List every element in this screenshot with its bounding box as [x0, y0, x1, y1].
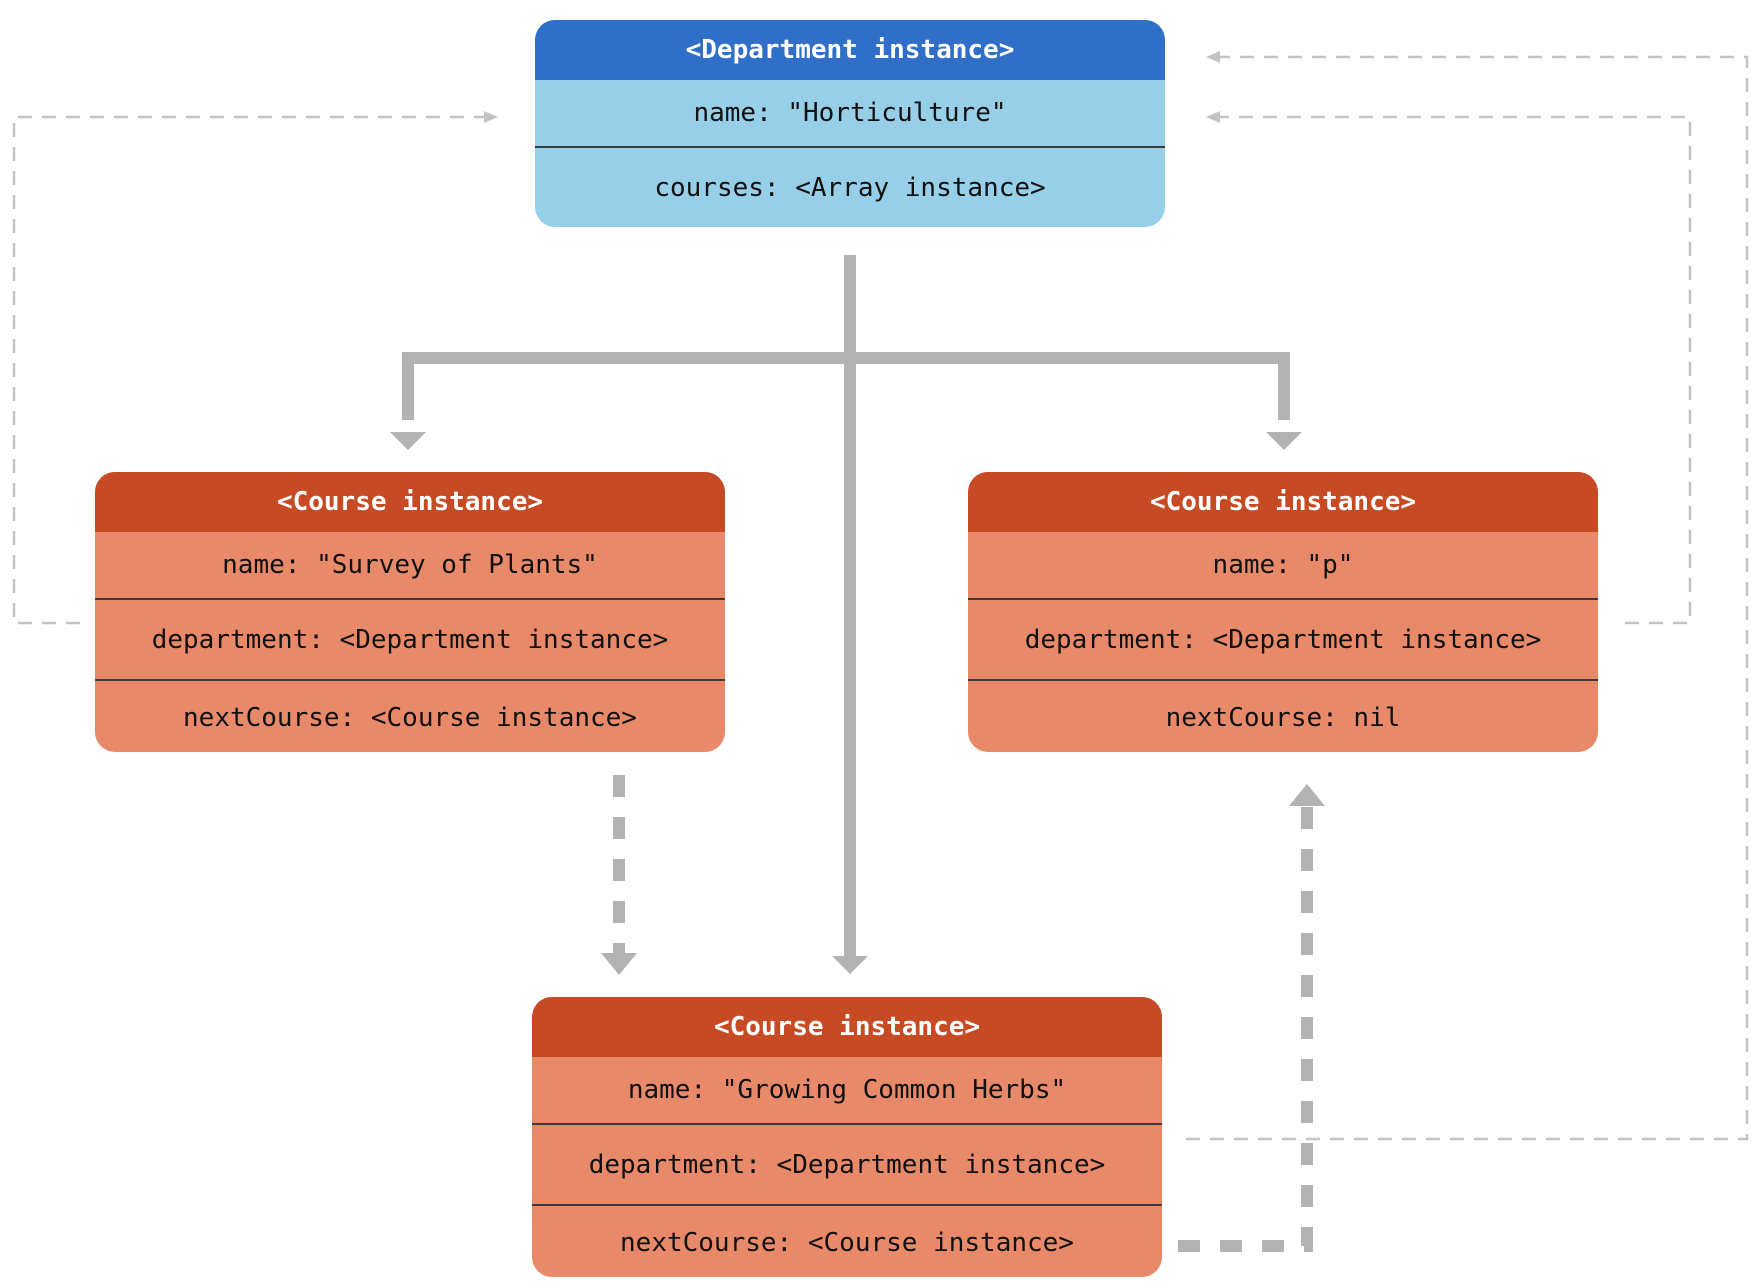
- course-header: <Course instance>: [968, 472, 1598, 532]
- dept-ref-arrowhead-c: [1206, 51, 1220, 63]
- dept-ref-arrowhead-a: [484, 111, 498, 123]
- course-header: <Course instance>: [532, 997, 1162, 1057]
- department-courses-field: courses: <Array instance>: [535, 146, 1165, 227]
- department-instance-box: <Department instance> name: "Horticultur…: [535, 20, 1165, 227]
- course-next-course-field: nextCourse: nil: [968, 679, 1598, 752]
- course-department-field: department: <Department instance>: [968, 598, 1598, 679]
- course-department-field: department: <Department instance>: [95, 598, 725, 679]
- course-instance-box-p: <Course instance> name: "p" department: …: [968, 472, 1598, 752]
- dept-ref-course-b: [1218, 115, 1692, 625]
- courses-array-connector: [402, 255, 1290, 960]
- course-next-course-field: nextCourse: <Course instance>: [532, 1204, 1162, 1277]
- arrowhead-course-c: [832, 956, 868, 974]
- course-header: <Course instance>: [95, 472, 725, 532]
- course-department-field: department: <Department instance>: [532, 1123, 1162, 1204]
- course-instance-box-herbs: <Course instance> name: "Growing Common …: [532, 997, 1162, 1277]
- arrowhead-course-a: [390, 432, 426, 450]
- course-name-field: name: "Growing Common Herbs": [627, 1075, 1067, 1105]
- department-header: <Department instance>: [535, 20, 1165, 80]
- dept-ref-arrowhead-b: [1206, 111, 1220, 123]
- next-course-c-to-b: [1178, 784, 1325, 1252]
- branch-line: [402, 352, 1290, 420]
- arrowhead-course-b: [1266, 432, 1302, 450]
- course-next-course-field: nextCourse: <Course instance>: [95, 679, 725, 752]
- course-name-field: name: "p": [1212, 550, 1354, 580]
- dept-ref-course-a: [12, 115, 490, 625]
- next-course-a-to-c: [601, 775, 637, 975]
- department-name-field: name: "Horticulture": [693, 98, 1007, 128]
- course-instance-box-survey: <Course instance> name: "Survey of Plant…: [95, 472, 725, 752]
- dept-ref-course-c: [1186, 55, 1749, 1141]
- course-name-field: name: "Survey of Plants": [222, 550, 598, 580]
